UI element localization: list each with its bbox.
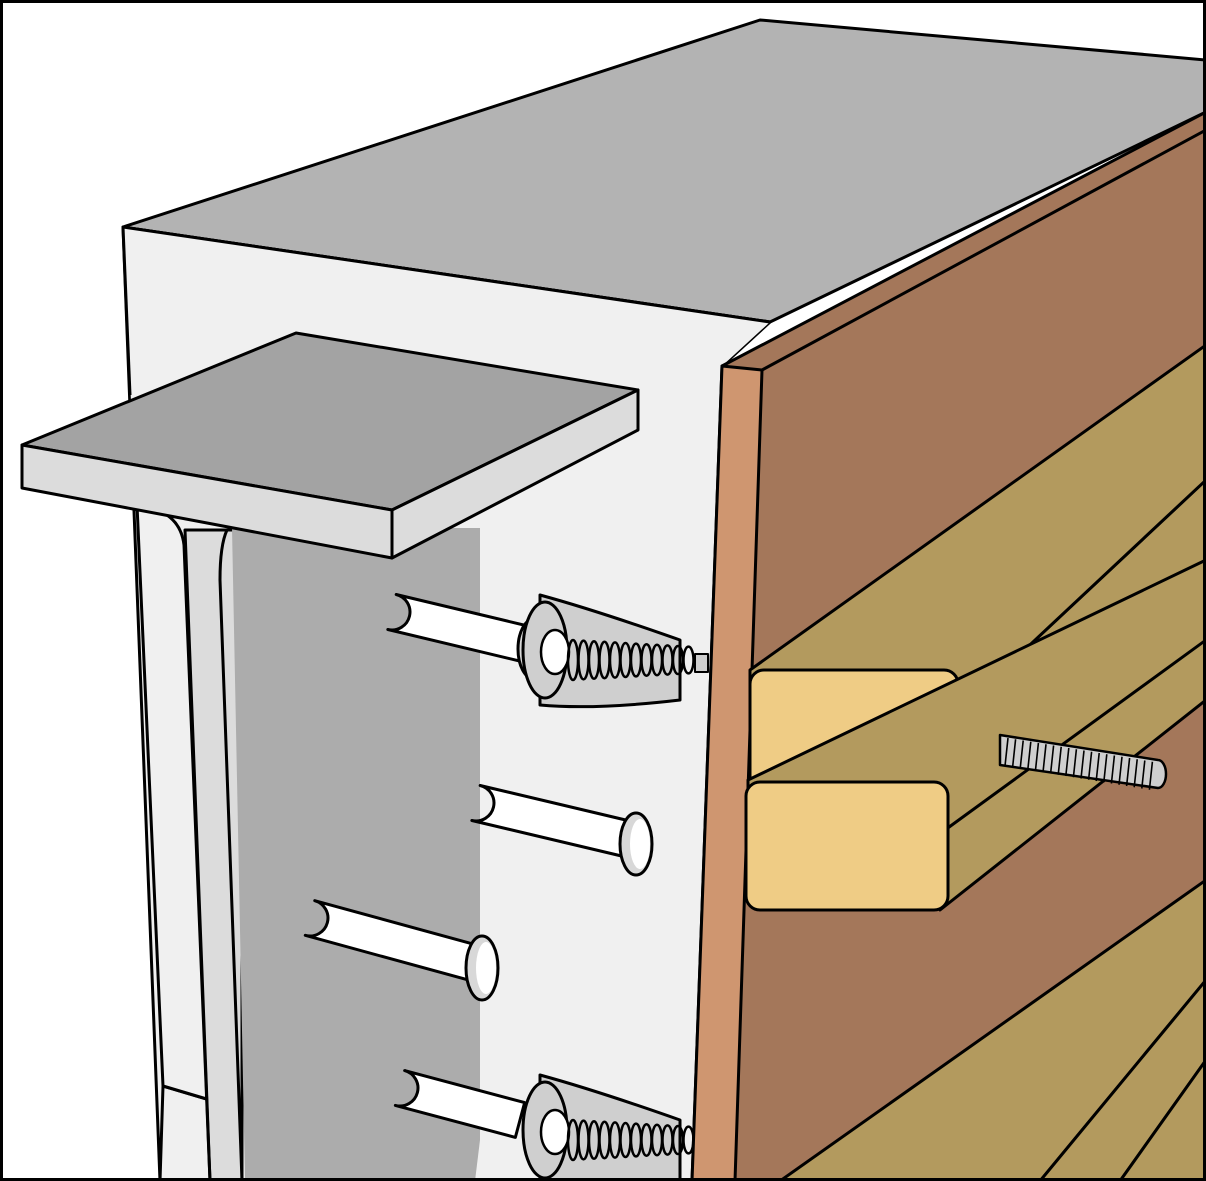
stud-shaft [470,783,638,860]
rod-thread [1118,756,1123,785]
rod-thread [1141,760,1146,789]
rod-thread [1125,757,1131,787]
rod-thread [1087,751,1093,780]
waler-bottom-a [780,879,1204,1179]
tie-nut [539,628,571,676]
stud-shaft [386,592,536,665]
stud-head-highlight [476,942,496,994]
rod-thread [1080,750,1085,779]
concrete-left-edge [121,226,132,396]
shear-stud [303,899,500,1002]
waler-bottom-b [1039,980,1204,1179]
panel-top-edge [761,129,1204,372]
rod-thread [1034,742,1040,772]
rod-thread [1049,745,1055,774]
tie-rod [694,653,709,673]
rod-thread [1011,739,1017,768]
rod-thread [1004,737,1009,767]
rod-thread [1095,752,1100,782]
form-tie [521,593,709,709]
threaded-rod-body [998,733,1168,790]
rod-thread [1133,759,1138,788]
rod-thread [1103,754,1108,783]
rod-thread [1057,746,1062,775]
web-fillet-right [218,529,244,1179]
rod-thread [1148,761,1154,790]
stud-shaft [393,1069,527,1139]
top-flange-side [390,388,640,560]
tie-nut [539,1108,571,1156]
rod-thread [1065,747,1070,777]
shear-stud [470,783,654,877]
rod-thread [1110,755,1116,784]
concrete-top-edge [122,225,771,324]
panel-edge [690,364,764,1179]
stud-head-highlight [630,819,650,869]
concrete-left-edge-lower [135,504,211,1102]
threaded-rod [998,733,1168,790]
waler-lower-face [744,780,950,912]
rod-thread [1027,741,1032,770]
rod-thread [1042,744,1047,773]
stud-shaft [303,899,485,983]
steel-i-beam [20,331,640,1179]
rod-thread [1072,749,1078,778]
tie-coil-turn [682,645,695,675]
rod-thread [1019,740,1024,769]
waler-bottom-c [1119,1060,1204,1179]
web-shadow [232,528,480,1179]
timber-walers [744,344,1204,1179]
shear-stud [393,1069,527,1139]
